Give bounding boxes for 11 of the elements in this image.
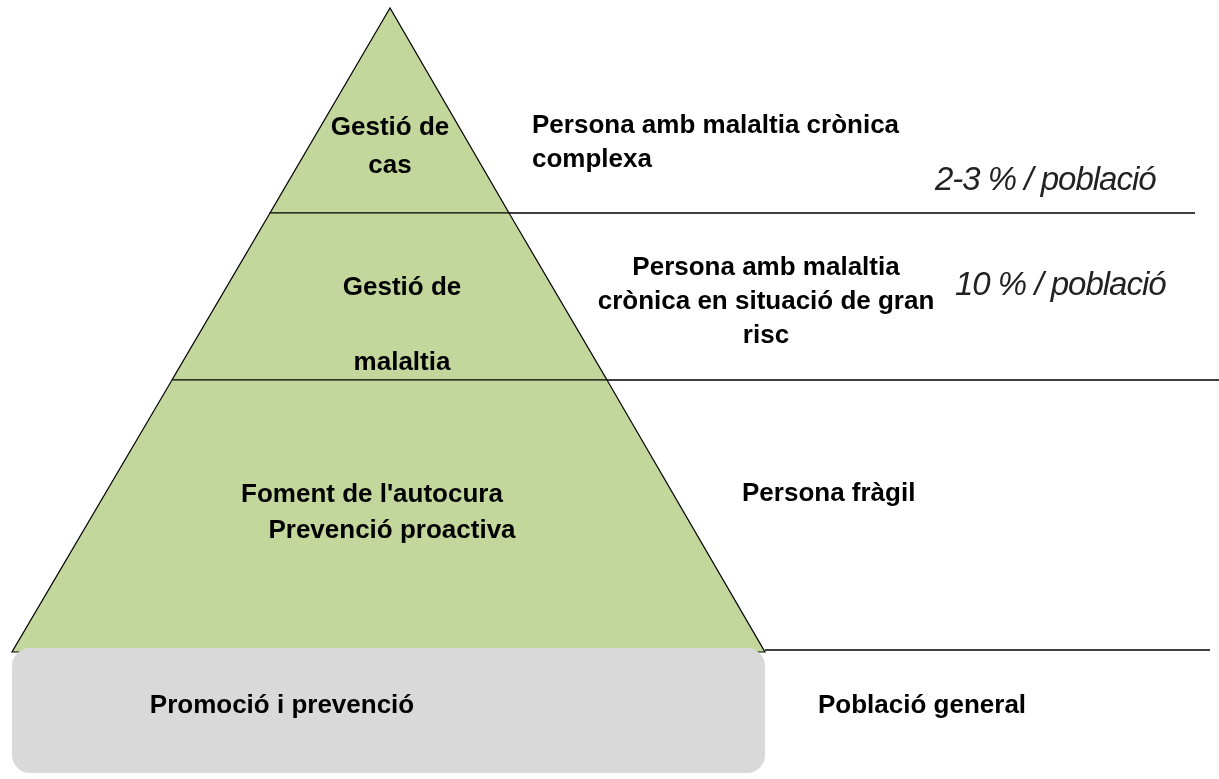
level-label: Promoció i prevenció: [148, 688, 416, 721]
level-label: Prevenció proactiva: [267, 513, 517, 546]
base-band: [12, 648, 765, 773]
population-group: Població general: [818, 688, 1138, 722]
level-label: Gestió de cas: [329, 110, 451, 181]
level-label: Foment de l'autocura: [240, 477, 504, 510]
pyramid-level: [270, 8, 509, 213]
population-group: Persona fràgil: [742, 476, 1042, 510]
population-group: Persona amb malaltia crònica en situació de gran risc: [596, 250, 936, 352]
population-share: 10 % / població: [955, 265, 1166, 303]
level-label: Gestió de malaltia: [341, 270, 463, 379]
